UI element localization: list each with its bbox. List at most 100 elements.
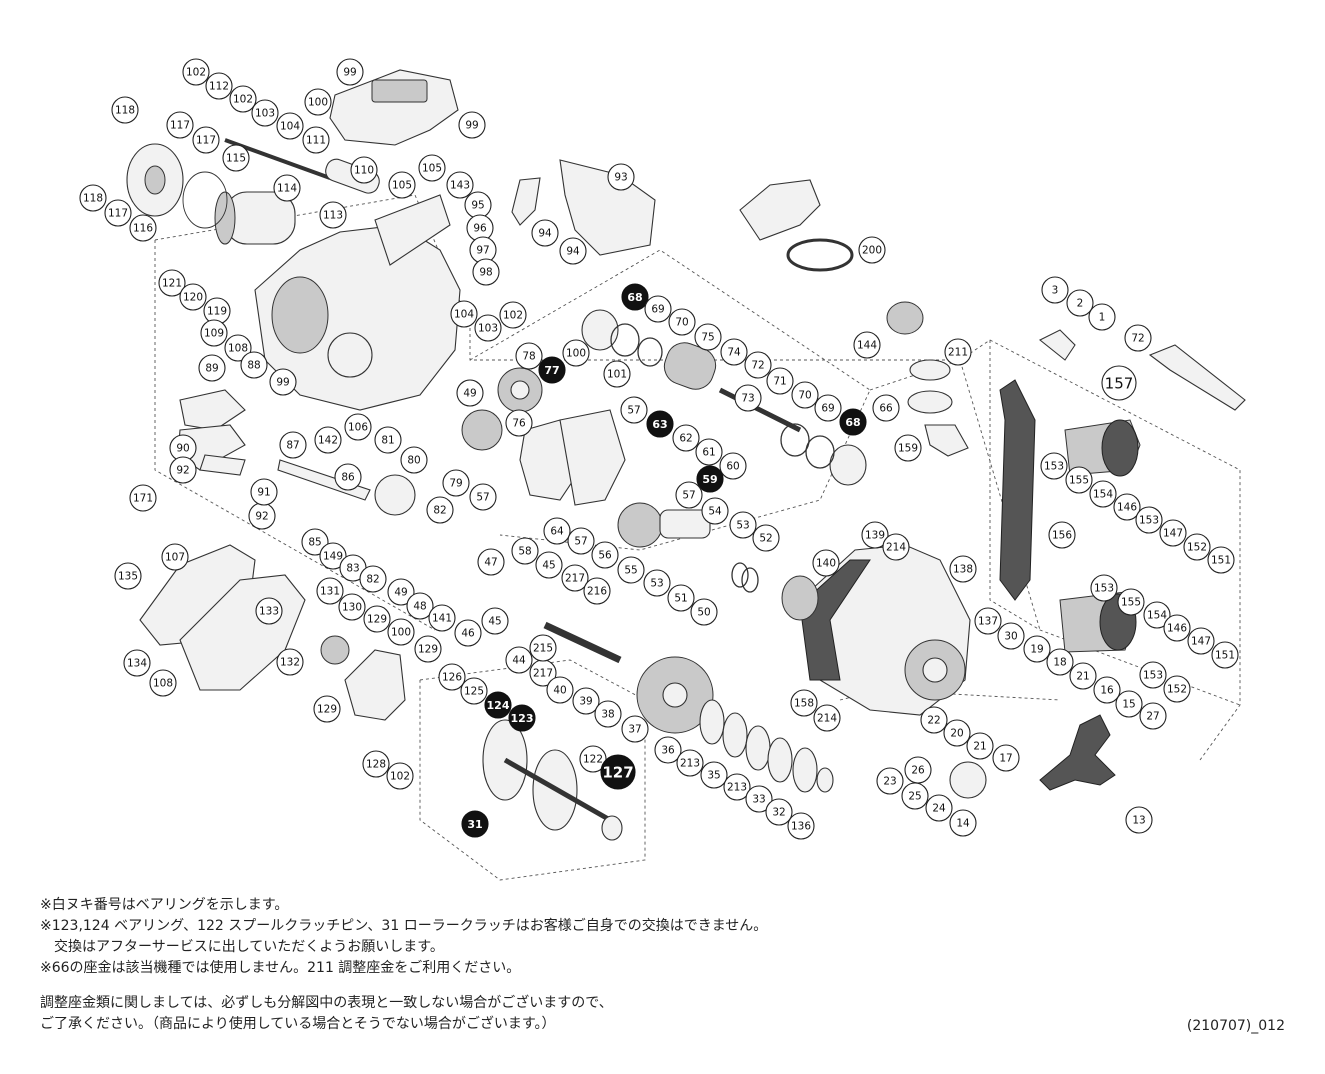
note-6: ご了承ください。（商品により使用している場合とそうでない場合がございます。） (40, 1016, 556, 1032)
note-5: 調整座金類に関しましては、必ずしも分解図中の表現と一致しない場合がございますので… (40, 995, 613, 1011)
note-4: ※66の座金は該当機種では使用しません。211 調整座金をご利用ください。 (40, 960, 521, 976)
callout-115: 115 (222, 144, 250, 172)
callout-label: 94 (566, 246, 580, 258)
callout-label: 16 (1100, 685, 1114, 697)
callout-27: 27 (1139, 702, 1167, 730)
callout-circle (469, 483, 497, 511)
callout-99: 99 (269, 368, 297, 396)
callout-circle (344, 413, 372, 441)
callout-136: 136 (787, 812, 815, 840)
callout-circle (766, 367, 794, 395)
callout-label: 214 (817, 713, 837, 725)
callout-circle (676, 749, 704, 777)
callout-circle (1048, 521, 1076, 549)
callout-label: 24 (932, 803, 946, 815)
callout-100: 100 (387, 618, 415, 646)
callout-47: 47 (477, 548, 505, 576)
callout-154: 154 (1089, 480, 1117, 508)
callout-circle (876, 767, 904, 795)
callout-2: 2 (1066, 289, 1094, 317)
callout-label: 37 (628, 724, 641, 736)
callout-label: 98 (479, 267, 492, 279)
callout-label: 149 (323, 551, 343, 563)
callout-label: 104 (280, 121, 300, 133)
callout-156: 156 (1048, 521, 1076, 549)
callout-132: 132 (276, 648, 304, 676)
callout-circle (559, 237, 587, 265)
callout-circle (472, 258, 500, 286)
callout-label: 123 (511, 712, 534, 725)
callout-circle (1207, 546, 1235, 574)
callout-circle (336, 58, 364, 86)
callout-90: 90 (169, 434, 197, 462)
callout-circle (477, 548, 505, 576)
callout-label: 77 (544, 364, 559, 377)
callout-label: 103 (255, 108, 275, 120)
callout-label: 73 (741, 393, 754, 405)
callout-label: 107 (165, 552, 185, 564)
callout-circle (1066, 289, 1094, 317)
callout-circle (1069, 662, 1097, 690)
callout-label: 138 (953, 564, 973, 576)
callout-label: 156 (1052, 530, 1072, 542)
callout-label: 111 (306, 135, 326, 147)
callout-label: 153 (1143, 670, 1163, 682)
callout-label: 146 (1117, 502, 1137, 514)
callout-label: 69 (821, 403, 834, 415)
callout-label: 142 (318, 435, 338, 447)
callout-layer: 1021121021031049910099111118117117115118… (79, 58, 1239, 840)
callout-104: 104 (276, 112, 304, 140)
callout-label: 154 (1147, 610, 1167, 622)
callout-circle (591, 541, 619, 569)
callout-label: 217 (533, 668, 553, 680)
callout-80: 80 (400, 446, 428, 474)
callout-89: 89 (198, 354, 226, 382)
note-2: ※123,124 ベアリング、122 スプールクラッチピン、31 ローラークラッ… (40, 918, 768, 934)
callout-label: 75 (701, 332, 714, 344)
callout-label: 102 (390, 771, 410, 783)
callout-circle (974, 607, 1002, 635)
callout-circle (182, 58, 210, 86)
callout-69: 69 (644, 295, 672, 323)
callout-31: 31 (461, 810, 489, 838)
callout-circle (944, 338, 972, 366)
callout-circle (567, 527, 595, 555)
callout-label: 158 (794, 698, 814, 710)
callout-50: 50 (690, 598, 718, 626)
callout-circle (690, 598, 718, 626)
callout-circle (362, 750, 390, 778)
callout-label: 82 (366, 574, 379, 586)
callout-label: 53 (736, 520, 749, 532)
callout-147: 147 (1187, 627, 1215, 655)
callout-circle (386, 762, 414, 790)
callout-155: 155 (1065, 466, 1093, 494)
callout-105: 105 (388, 171, 416, 199)
callout-146: 146 (1113, 493, 1141, 521)
callout-75: 75 (694, 323, 722, 351)
callout-circle (224, 334, 252, 362)
callout-circle (460, 677, 488, 705)
callout-label: 141 (432, 613, 452, 625)
callout-20: 20 (943, 719, 971, 747)
callout-label: 78 (522, 351, 535, 363)
callout-circle (744, 351, 772, 379)
callout-59: 59 (696, 465, 724, 493)
callout-101: 101 (603, 360, 631, 388)
callout-19: 19 (1023, 635, 1051, 663)
callout-36: 36 (654, 736, 682, 764)
callout-56: 56 (591, 541, 619, 569)
callout-circle (129, 484, 157, 512)
callout-circle (1163, 675, 1191, 703)
callout-label: 58 (518, 546, 531, 558)
callout-circle (198, 354, 226, 382)
callout-circle (1090, 574, 1118, 602)
callout-circle (675, 481, 703, 509)
callout-131: 131 (316, 577, 344, 605)
callout-label: 215 (533, 643, 553, 655)
callout-68: 68 (621, 283, 649, 311)
callout-25: 25 (901, 782, 929, 810)
callout-circle (251, 99, 279, 127)
callout-label: 132 (280, 657, 300, 669)
callout-label: 129 (367, 614, 387, 626)
callout-63: 63 (646, 410, 674, 438)
